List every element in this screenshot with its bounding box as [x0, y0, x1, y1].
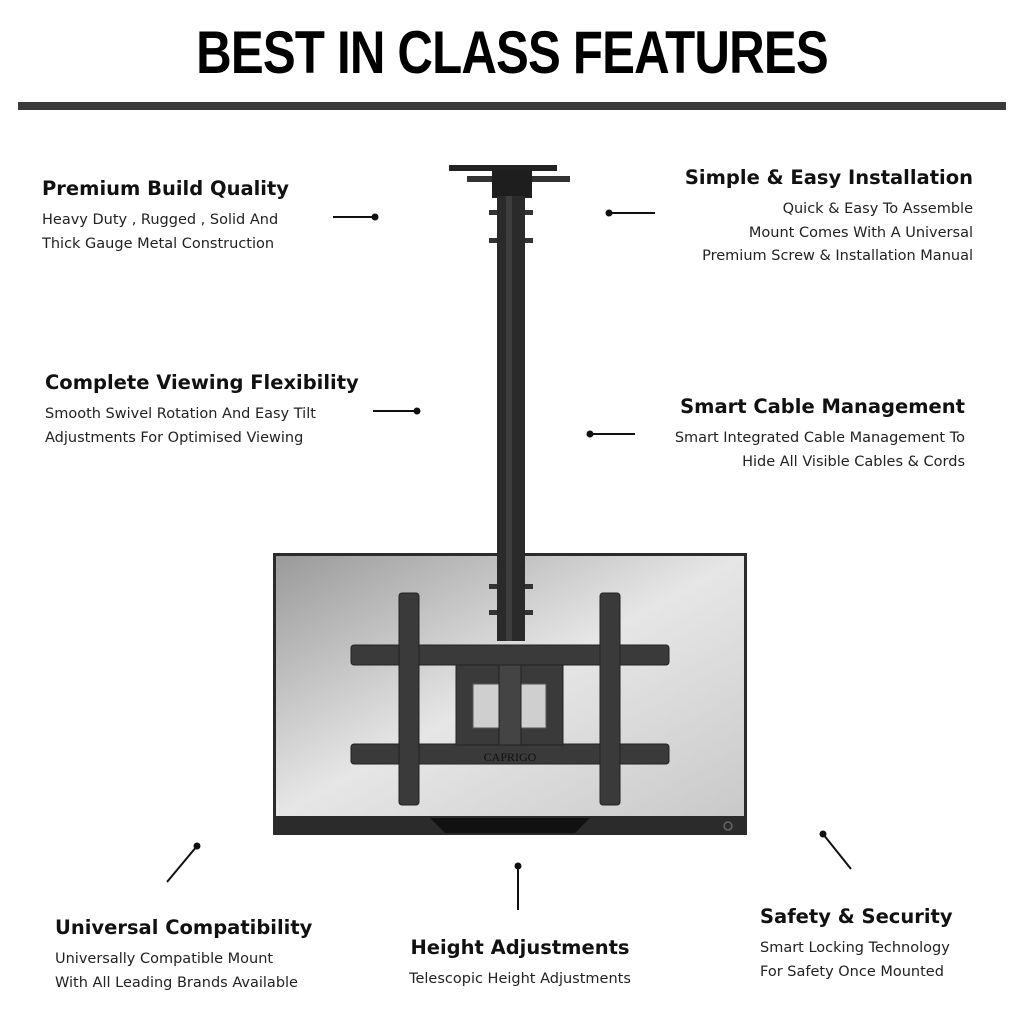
- feature-text: Hide All Visible Cables & Cords: [742, 453, 965, 470]
- feature-heading: Height Adjustments: [410, 936, 630, 959]
- feature-cable-management: Smart Cable Management Smart Integrated …: [675, 395, 965, 474]
- divider: [18, 102, 1006, 110]
- feature-text: Smart Locking Technology: [760, 940, 950, 956]
- leader-lines: [166, 209, 852, 910]
- feature-heading: Safety & Security: [760, 905, 953, 928]
- feature-text: Heavy Duty , Rugged , Solid And: [42, 212, 279, 228]
- brand-logo: CAPRIGO: [484, 750, 537, 764]
- feature-installation: Simple & Easy Installation Quick & Easy …: [685, 166, 973, 269]
- feature-heading: Universal Compatibility: [55, 916, 313, 939]
- feature-text: Smooth Swivel Rotation And Easy Tilt: [45, 406, 316, 422]
- feature-text: Premium Screw & Installation Manual: [702, 248, 973, 264]
- feature-text: Adjustments For Optimised Viewing: [45, 429, 304, 446]
- feature-build-quality: Premium Build Quality Heavy Duty , Rugge…: [42, 177, 289, 256]
- feature-compatibility: Universal Compatibility Universally Comp…: [55, 916, 312, 995]
- feature-text: For Safety Once Mounted: [760, 963, 944, 980]
- feature-text: With All Leading Brands Available: [55, 974, 298, 991]
- feature-safety: Safety & Security Smart Locking Technolo…: [760, 905, 953, 984]
- feature-heading: Smart Cable Management: [680, 395, 965, 418]
- feature-viewing-flexibility: Complete Viewing Flexibility Smooth Swiv…: [45, 371, 359, 450]
- feature-text: Thick Gauge Metal Construction: [42, 235, 275, 252]
- feature-text: Telescopic Height Adjustments: [409, 971, 631, 987]
- feature-text: Universally Compatible Mount: [55, 951, 274, 967]
- page-title: BEST IN CLASS FEATURES: [196, 19, 828, 86]
- feature-text: Mount Comes With A Universal: [748, 224, 973, 241]
- feature-height: Height Adjustments Telescopic Height Adj…: [400, 936, 640, 992]
- feature-heading: Simple & Easy Installation: [684, 166, 973, 189]
- feature-text: Quick & Easy To Assemble: [782, 201, 973, 217]
- ceiling-pole: [449, 165, 570, 641]
- tv-bracket: [350, 592, 670, 806]
- feature-heading: Complete Viewing Flexibility: [45, 371, 359, 394]
- feature-heading: Premium Build Quality: [42, 177, 290, 200]
- feature-text: Smart Integrated Cable Management To: [674, 430, 965, 446]
